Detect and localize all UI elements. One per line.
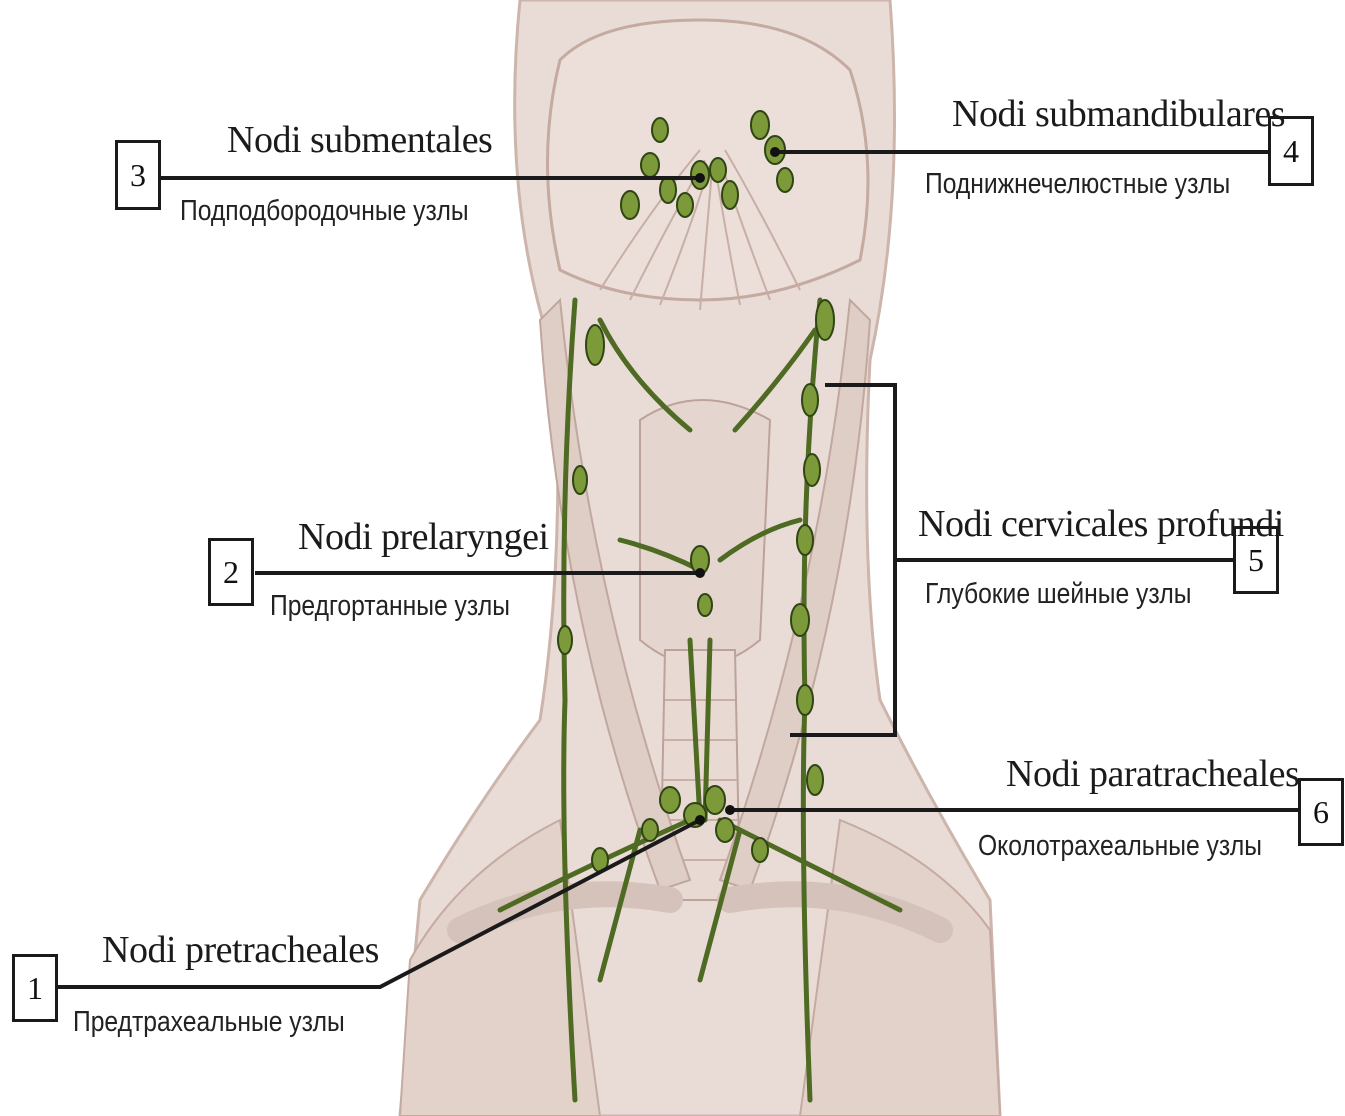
label-3-number: 3 <box>130 157 146 194</box>
label-2-latin: Nodi prelaryngei <box>298 515 549 559</box>
pretracheal-node <box>660 787 680 813</box>
paratracheal-node <box>752 838 768 862</box>
deep-cervical-node <box>797 525 813 555</box>
label-4-latin: Nodi submandibulares <box>952 92 1285 136</box>
submental-node <box>660 177 676 203</box>
submandibular-node <box>751 111 769 139</box>
deep-cervical-node <box>558 626 572 654</box>
prelaryngeal-node <box>698 594 712 616</box>
label-4-number: 4 <box>1283 133 1299 170</box>
label-4-russian: Поднижнечелюстные узлы <box>925 168 1230 201</box>
submental-node <box>710 158 726 182</box>
label-5-russian: Глубокие шейные узлы <box>925 578 1191 611</box>
larynx <box>640 400 770 665</box>
chin <box>548 20 869 300</box>
submental-node <box>652 118 668 142</box>
label-3-russian: Подподбородочные узлы <box>180 195 469 228</box>
label-5-latin: Nodi cervicales profundi <box>918 502 1284 546</box>
label-6-number-box: 6 <box>1298 778 1344 846</box>
deep-cervical-node <box>797 685 813 715</box>
leader-dot <box>695 173 705 183</box>
label-6-latin: Nodi paratracheales <box>1006 752 1299 796</box>
submental-node <box>641 153 659 177</box>
submental-node <box>621 191 639 219</box>
label-5-number: 5 <box>1248 542 1264 579</box>
deep-cervical-node <box>804 454 820 486</box>
submental-node <box>677 193 693 217</box>
label-1-number-box: 1 <box>12 954 58 1022</box>
submandibular-node <box>777 168 793 192</box>
deep-cervical-node <box>802 384 818 416</box>
label-1-russian: Предтрахеальные узлы <box>73 1006 345 1039</box>
paratracheal-node <box>705 786 725 814</box>
label-1-number: 1 <box>27 970 43 1007</box>
deep-cervical-node <box>816 300 834 340</box>
leader-dot <box>695 568 705 578</box>
label-2-number: 2 <box>223 554 239 591</box>
leader-dot <box>695 815 705 825</box>
submental-node <box>722 181 738 209</box>
label-3-number-box: 3 <box>115 140 161 210</box>
label-2-russian: Предгортанные узлы <box>270 590 510 623</box>
label-3-latin: Nodi submentales <box>227 118 492 162</box>
deep-cervical-node <box>586 325 604 365</box>
label-6-number: 6 <box>1313 794 1329 831</box>
deep-cervical-node <box>573 466 587 494</box>
label-2-number-box: 2 <box>208 538 254 606</box>
leader-dot <box>770 147 780 157</box>
paratracheal-node <box>642 819 658 841</box>
label-6-russian: Околотрахеальные узлы <box>978 830 1262 863</box>
label-1-latin: Nodi pretracheales <box>102 928 379 972</box>
leader-dot <box>725 805 735 815</box>
deep-cervical-node <box>807 765 823 795</box>
paratracheal-node <box>716 818 734 842</box>
deep-cervical-node <box>791 604 809 636</box>
